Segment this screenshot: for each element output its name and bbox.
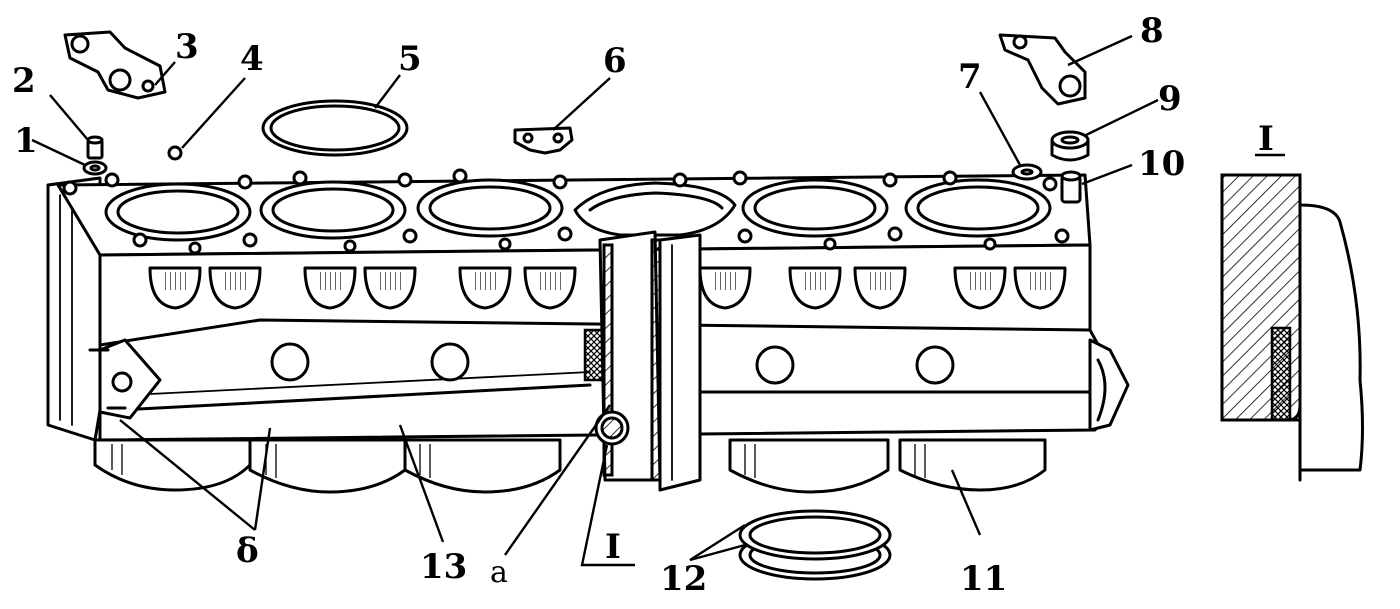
callout-1: 1 bbox=[14, 121, 38, 161]
callout-11: 11 bbox=[960, 559, 1007, 599]
callout-13: 13 bbox=[420, 547, 467, 587]
part-1-washer bbox=[82, 160, 108, 176]
callout-10: 10 bbox=[1138, 144, 1185, 184]
part-12-seal-rings bbox=[738, 509, 892, 581]
part-2-stud bbox=[86, 135, 104, 160]
callout-2: 2 bbox=[12, 61, 36, 101]
port-bosses bbox=[148, 266, 1067, 310]
callout-9: 9 bbox=[1158, 79, 1182, 119]
callout-7: 7 bbox=[958, 57, 982, 97]
leader-lines bbox=[31, 34, 1285, 567]
part-5-gasket-ring bbox=[261, 99, 409, 157]
part-6-lock-plate bbox=[513, 126, 574, 155]
deck-studs bbox=[62, 168, 1070, 255]
callout-12: 12 bbox=[660, 559, 707, 599]
part-10-dowel bbox=[1060, 170, 1082, 204]
section-marker-i: I bbox=[605, 527, 621, 567]
liner-skirts bbox=[93, 438, 1047, 494]
part-7-washer bbox=[1011, 163, 1043, 181]
part-3-lock-plate bbox=[63, 30, 167, 100]
detail-title-i: I bbox=[1258, 119, 1274, 159]
cylinder-bores bbox=[104, 178, 1052, 242]
cutaway-section bbox=[583, 230, 702, 492]
part-9-bushing bbox=[1050, 130, 1090, 162]
right-end-flange bbox=[1088, 338, 1130, 432]
callout-8: 8 bbox=[1140, 11, 1164, 51]
callout-6: 6 bbox=[603, 41, 627, 81]
part-4-plug bbox=[167, 145, 183, 161]
callout-5: 5 bbox=[398, 39, 422, 79]
side-ports bbox=[270, 342, 955, 385]
callout-3: 3 bbox=[175, 27, 199, 67]
callout-delta: δ bbox=[236, 531, 259, 571]
callout-alpha: a bbox=[490, 555, 508, 590]
detail-view-i bbox=[1220, 173, 1364, 482]
mounting-flange bbox=[88, 338, 162, 420]
part-8-lock-plate bbox=[998, 33, 1087, 106]
callout-4: 4 bbox=[240, 39, 264, 79]
